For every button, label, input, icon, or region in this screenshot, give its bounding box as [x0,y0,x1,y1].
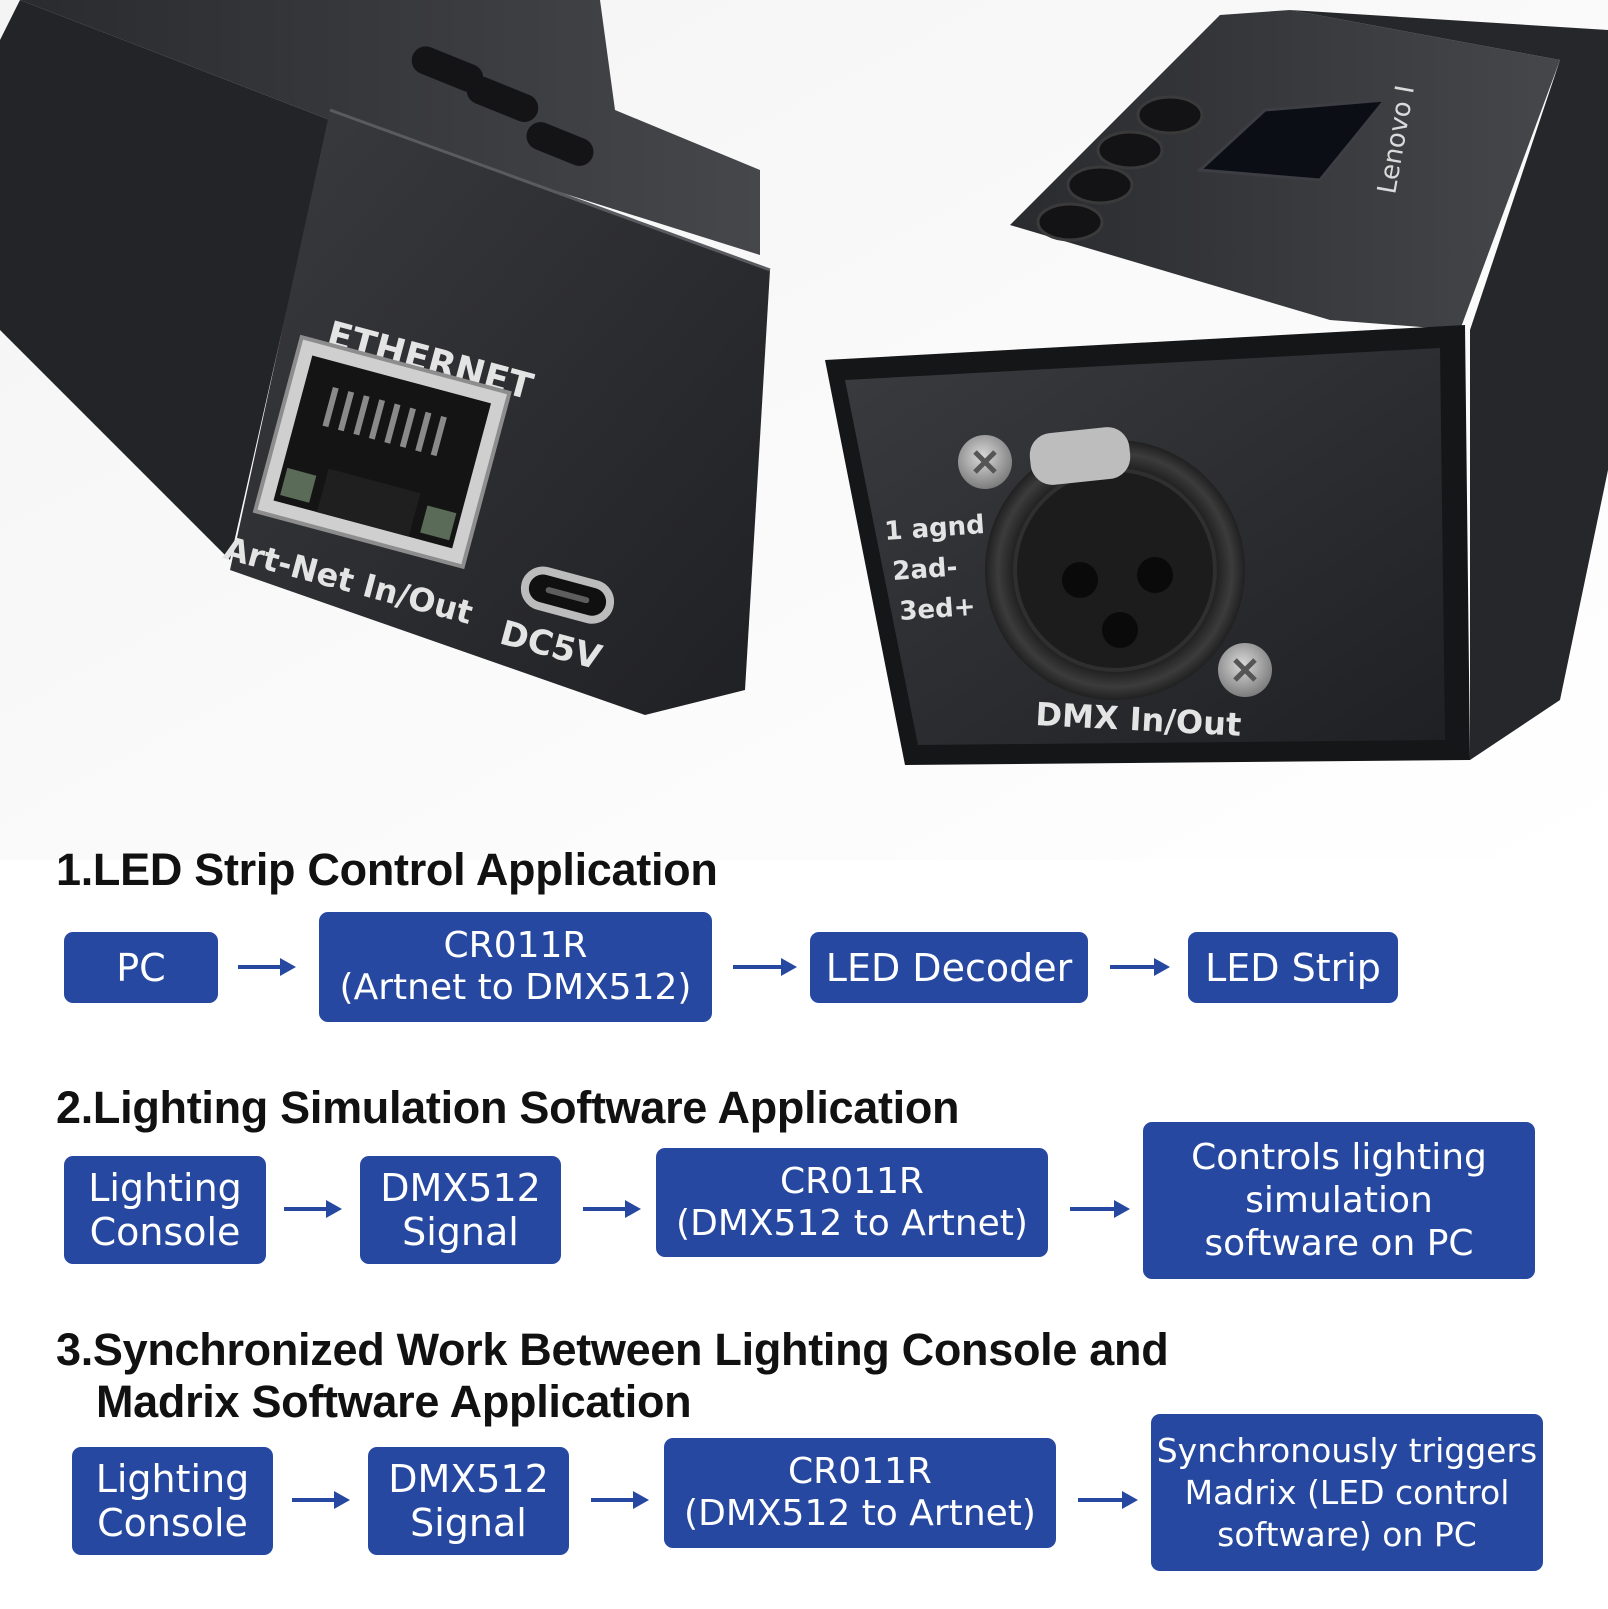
section-3-step-result: Synchronously triggers Madrix (LED contr… [1151,1414,1543,1571]
right-buttons [1036,95,1204,242]
section-3-heading-line-1: 3.Synchronized Work Between Lighting Con… [56,1324,1169,1375]
section-3-step-converter: CR011R (DMX512 to Artnet) [664,1438,1056,1548]
section-1-step-strip: LED Strip [1188,932,1398,1003]
section-3-heading-line-2: Madrix Software Application [96,1376,692,1427]
screw-top [958,435,1012,489]
section-1-arrow-1 [238,958,296,976]
section-3-arrow-2 [591,1491,649,1509]
pin-label-2: 2ad- [891,553,958,587]
section-2-arrow-2 [583,1200,641,1218]
section-1-step-pc: PC [64,932,218,1003]
left-device: ETHERNET Art- [0,0,771,715]
section-3-arrow-3 [1078,1491,1138,1509]
section-1-heading: 1.LED Strip Control Application [56,844,718,895]
section-1-arrow-3 [1110,958,1170,976]
section-2-arrow-1 [284,1200,342,1218]
usb-c-port [520,566,615,624]
section-1-arrow-2 [733,958,797,976]
rj45-port [252,334,512,570]
section-2-step-signal: DMX512 Signal [360,1156,561,1264]
section-1-step-decoder: LED Decoder [810,932,1088,1003]
oled-screen [1196,98,1389,182]
right-device: Lenovo I 1 agnd 2ad- 3ed+ [825,10,1608,765]
section-2-step-result: Controls lighting simulation software on… [1143,1122,1535,1279]
xlr-connector [985,427,1245,700]
top-buttons [411,46,594,166]
pin-label-3: 3ed+ [898,592,976,627]
section-2-heading: 2.Lighting Simulation Software Applicati… [56,1082,960,1133]
section-2-step-converter: CR011R (DMX512 to Artnet) [656,1148,1048,1257]
section-3-step-signal: DMX512 Signal [368,1447,569,1555]
section-1-step-converter: CR011R (Artnet to DMX512) [319,912,712,1022]
section-3-arrow-1 [292,1491,350,1509]
product-photo: ETHERNET Art- [0,0,1608,860]
pin-label-1: 1 agnd [883,510,985,547]
section-2-arrow-3 [1070,1200,1130,1218]
section-3-step-console: Lighting Console [72,1447,273,1555]
screw-bottom [1218,643,1272,697]
section-2-step-console: Lighting Console [64,1156,266,1264]
